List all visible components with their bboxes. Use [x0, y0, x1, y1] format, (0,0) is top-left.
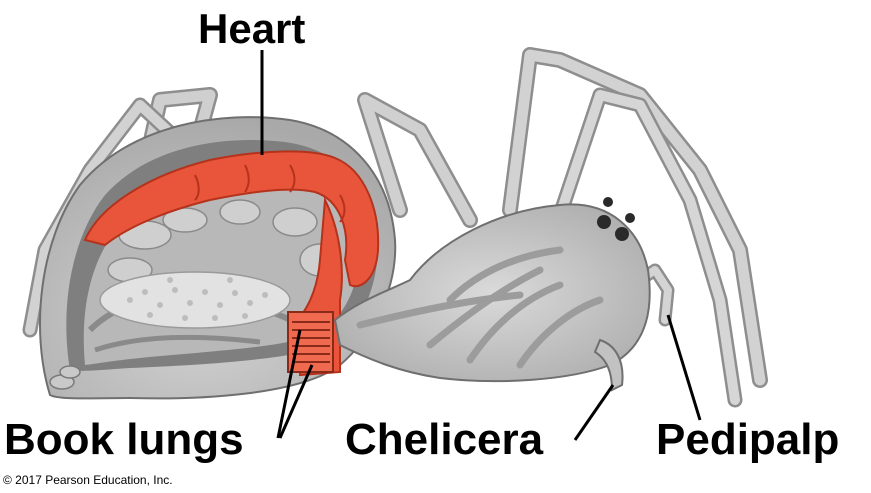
cephalothorax	[333, 197, 651, 392]
ovary-speckles	[127, 277, 268, 321]
chelicera-fang	[593, 338, 624, 392]
eyes	[597, 197, 635, 241]
label-book-lungs: Book lungs	[4, 415, 244, 464]
spinnerets	[49, 365, 81, 390]
heart-ostia	[194, 164, 346, 223]
book-lungs	[287, 311, 334, 373]
leader-lines	[260, 50, 702, 441]
book-lungs-leader-b	[278, 364, 314, 439]
chelicera-leader	[573, 384, 615, 441]
book-lungs-leader-a	[276, 329, 302, 439]
cephalothorax-internals	[356, 246, 604, 369]
pedipalp-leader	[666, 314, 702, 421]
copyright-notice: © 2017 Pearson Education, Inc.	[3, 473, 173, 487]
label-chelicera: Chelicera	[345, 415, 544, 464]
label-pedipalp: Pedipalp	[656, 415, 840, 464]
label-heart: Heart	[198, 5, 306, 52]
